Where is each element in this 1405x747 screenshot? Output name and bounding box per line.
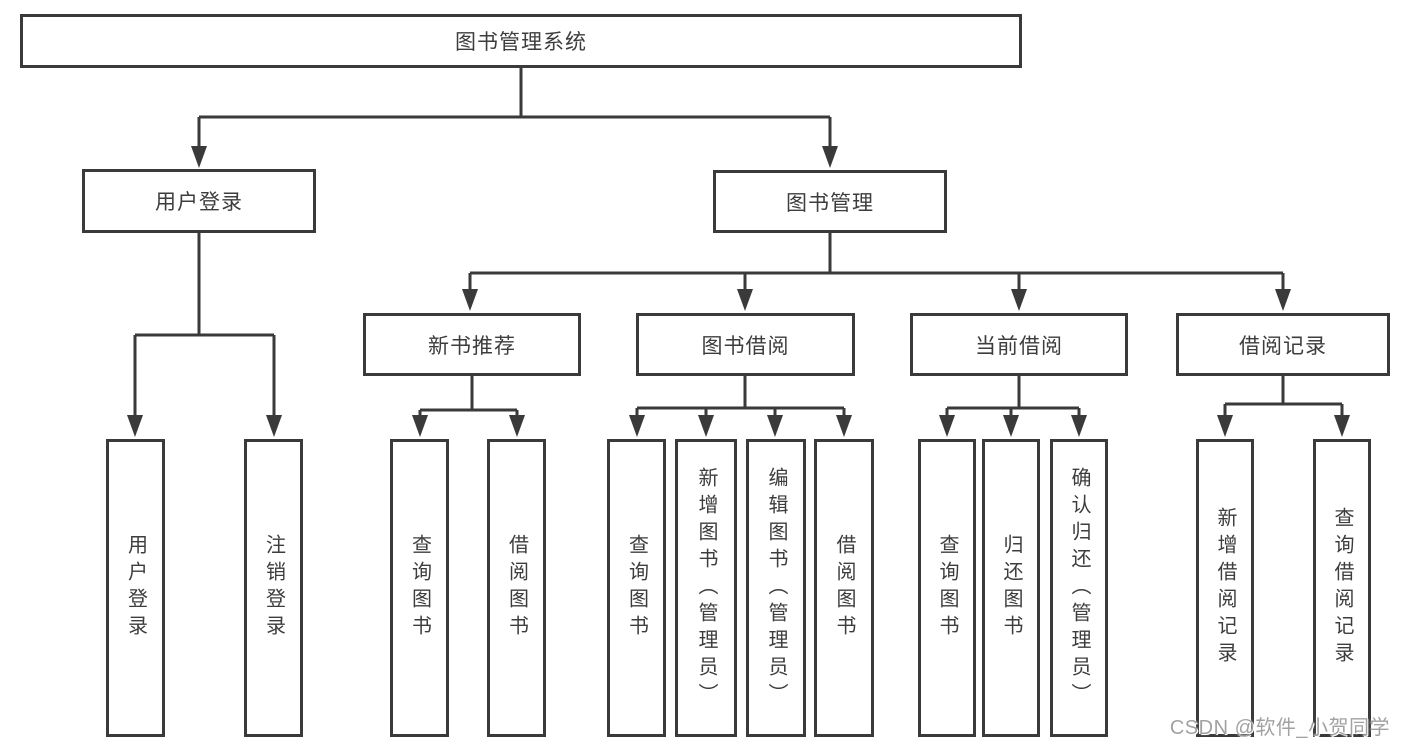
node-current-borrow-label: 当前借阅 bbox=[975, 334, 1063, 358]
node-root-label: 图书管理系统 bbox=[455, 31, 587, 54]
leaf-query-books-current-label: 查询图书 bbox=[936, 534, 958, 642]
leaf-user-login-label: 用户登录 bbox=[124, 534, 147, 642]
leaf-edit-book-admin: 编辑图书（管理员） bbox=[746, 439, 806, 737]
node-current-borrow: 当前借阅 bbox=[910, 313, 1128, 376]
leaf-add-book-admin: 新增图书（管理员） bbox=[675, 439, 737, 737]
node-book-borrow: 图书借阅 bbox=[636, 313, 855, 376]
leaf-borrow-book: 借阅图书 bbox=[814, 439, 874, 737]
connector-book-borrow-branch bbox=[629, 376, 852, 437]
leaf-logout: 注销登录 bbox=[244, 439, 303, 737]
connector-book-management-branch bbox=[462, 233, 1291, 311]
leaf-query-books-recommend-label: 查询图书 bbox=[408, 534, 431, 642]
connector-current-borrow-branch bbox=[939, 376, 1087, 437]
node-user-login-label: 用户登录 bbox=[155, 191, 243, 214]
node-new-book-recommend: 新书推荐 bbox=[363, 313, 581, 376]
leaf-query-books-recommend: 查询图书 bbox=[390, 439, 449, 737]
leaf-query-borrow-record-label: 查询借阅记录 bbox=[1331, 507, 1353, 669]
node-borrow-record: 借阅记录 bbox=[1176, 313, 1390, 376]
leaf-query-books-current: 查询图书 bbox=[918, 439, 976, 737]
node-book-management: 图书管理 bbox=[713, 170, 947, 233]
connector-new-book-recommend-branch bbox=[412, 376, 525, 437]
node-user-login: 用户登录 bbox=[82, 169, 316, 233]
connector-user-login-branch bbox=[127, 233, 282, 437]
node-book-management-label: 图书管理 bbox=[786, 191, 874, 215]
leaf-add-borrow-record-label: 新增借阅记录 bbox=[1214, 507, 1236, 669]
leaf-query-borrow-record: 查询借阅记录 bbox=[1313, 439, 1371, 737]
leaf-add-borrow-record: 新增借阅记录 bbox=[1196, 439, 1254, 737]
leaf-query-books-borrow-label: 查询图书 bbox=[625, 534, 648, 642]
node-book-borrow-label: 图书借阅 bbox=[701, 334, 790, 358]
leaf-user-login: 用户登录 bbox=[106, 439, 165, 737]
leaf-add-book-admin-label: 新增图书（管理员） bbox=[695, 466, 717, 710]
node-root: 图书管理系统 bbox=[20, 14, 1022, 68]
node-new-book-recommend-label: 新书推荐 bbox=[428, 334, 516, 358]
leaf-borrow-book-recommend: 借阅图书 bbox=[487, 439, 546, 737]
leaf-edit-book-admin-label: 编辑图书（管理员） bbox=[765, 466, 787, 710]
leaf-query-books-borrow: 查询图书 bbox=[607, 439, 666, 737]
connector-borrow-record-branch bbox=[1217, 376, 1350, 437]
leaf-logout-label: 注销登录 bbox=[262, 534, 285, 642]
node-borrow-record-label: 借阅记录 bbox=[1239, 334, 1327, 358]
leaf-return-book: 归还图书 bbox=[982, 439, 1040, 737]
leaf-borrow-book-label: 借阅图书 bbox=[833, 534, 855, 642]
leaf-confirm-return-admin: 确认归还（管理员） bbox=[1050, 439, 1108, 737]
connector-root-to-level2 bbox=[191, 68, 838, 168]
leaf-borrow-book-recommend-label: 借阅图书 bbox=[505, 534, 528, 642]
watermark: CSDN @软件_小贺同学 bbox=[1169, 717, 1390, 739]
leaf-return-book-label: 归还图书 bbox=[1000, 534, 1022, 642]
leaf-confirm-return-admin-label: 确认归还（管理员） bbox=[1068, 466, 1090, 710]
